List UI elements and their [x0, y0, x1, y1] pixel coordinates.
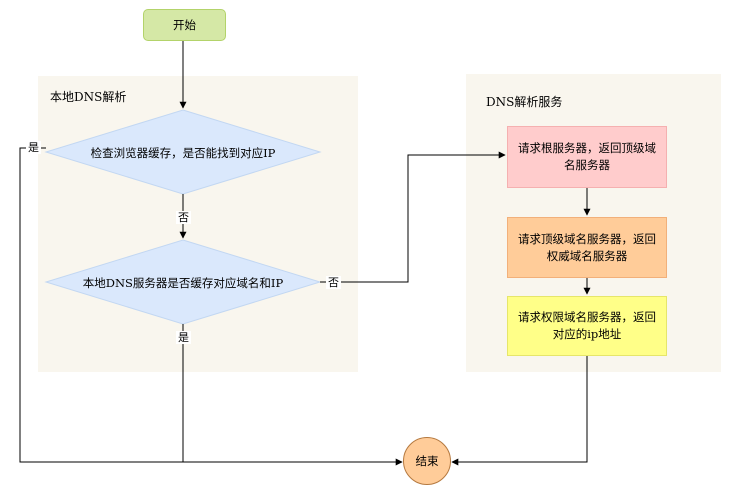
local-dns-zone-title: 本地DNS解析 [50, 90, 127, 104]
end-node: 结束 [403, 437, 451, 485]
edge-label-local-no: 否 [326, 276, 341, 289]
edge-auth-to-end [451, 356, 588, 466]
edge-local-no [320, 151, 506, 283]
edge-label-browser-yes: 是 [26, 141, 41, 154]
edge-label-browser-no: 否 [176, 211, 191, 224]
dns-service-zone-title: DNS解析服务 [486, 95, 563, 109]
edge-label-local-yes: 是 [176, 331, 191, 344]
start-node: 开始 [143, 9, 226, 41]
decision-local-dns-cache-label: 本地DNS服务器是否缓存对应域名和IP [82, 276, 284, 290]
decision-browser-cache-label: 检查浏览器缓存，是否能找到对应IP [90, 146, 276, 160]
authoritative-server-node: 请求权限域名服务器，返回对应的ip地址 [507, 296, 667, 356]
root-server-node: 请求根服务器，返回顶级域名服务器 [507, 126, 667, 188]
tld-server-node: 请求顶级域名服务器，返回权威域名服务器 [507, 217, 667, 278]
